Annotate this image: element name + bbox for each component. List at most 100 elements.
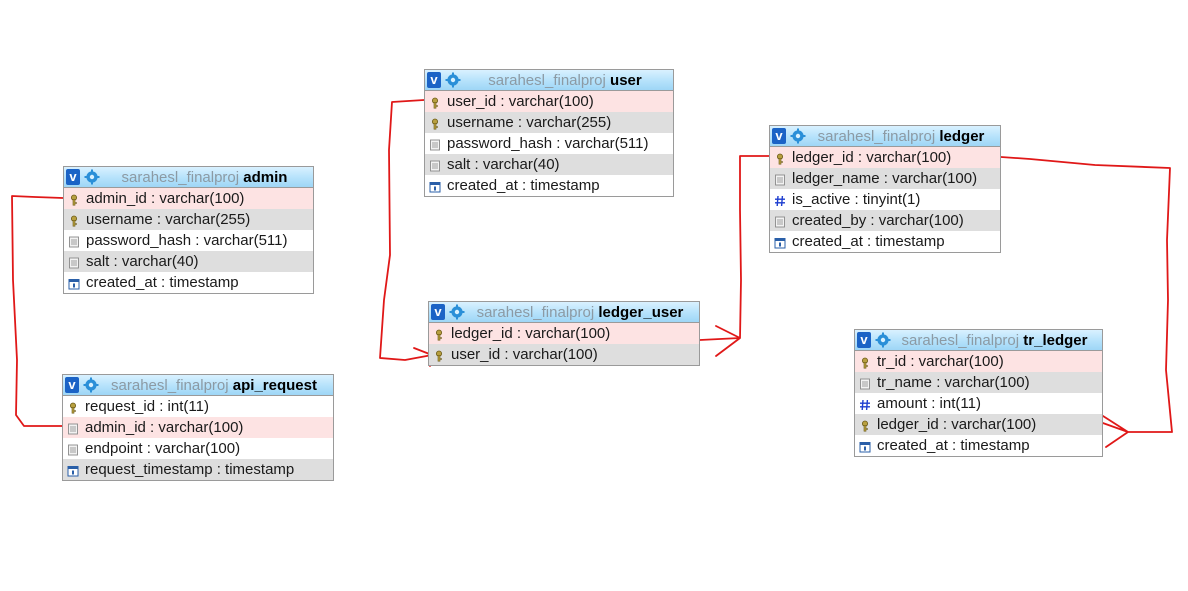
column-row[interactable]: ledger_name : varchar(100) (770, 168, 1000, 189)
column-label: created_at : timestamp (447, 177, 600, 194)
column-label: endpoint : varchar(100) (85, 440, 241, 457)
key-icon (859, 356, 871, 368)
column-row[interactable]: salt : varchar(40) (64, 251, 313, 272)
column-row[interactable]: created_by : varchar(100) (770, 210, 1000, 231)
column-row[interactable]: created_at : timestamp (425, 175, 673, 196)
column-row[interactable]: is_active : tinyint(1) (770, 189, 1000, 210)
relation-admin-api_request (11, 195, 64, 427)
column-label: salt : varchar(40) (86, 253, 199, 270)
column-label: is_active : tinyint(1) (792, 191, 921, 208)
key-icon (859, 419, 871, 431)
gear-icon[interactable] (83, 377, 99, 393)
column-row[interactable]: ledger_id : varchar(100) (855, 414, 1102, 435)
timestamp-icon (429, 180, 441, 192)
gear-icon[interactable] (875, 332, 891, 348)
column-row[interactable]: admin_id : varchar(100) (64, 188, 313, 209)
column-label: username : varchar(255) (86, 211, 251, 228)
database-name: sarahesl_finalproj (488, 71, 606, 89)
key-icon (774, 152, 786, 164)
table-ledger[interactable]: v sarahesl_finalproj ledger ledger_id : … (769, 125, 1001, 253)
database-name: sarahesl_finalproj (817, 127, 936, 145)
column-row[interactable]: request_timestamp : timestamp (63, 459, 333, 480)
table-name: ledger_user (598, 303, 684, 321)
column-row[interactable]: ledger_id : varchar(100) (770, 147, 1000, 168)
table-header[interactable]: v sarahesl_finalproj admin (64, 167, 313, 188)
column-label: ledger_id : varchar(100) (877, 416, 1037, 433)
column-label: created_at : timestamp (877, 437, 1030, 454)
gear-icon[interactable] (790, 128, 806, 144)
gear-icon[interactable] (449, 304, 465, 320)
table-title: sarahesl_finalproj ledger (806, 128, 1000, 145)
table-header[interactable]: v sarahesl_finalproj ledger_user (429, 302, 699, 323)
column-row[interactable]: created_at : timestamp (855, 435, 1102, 456)
column-row[interactable]: password_hash : varchar(511) (64, 230, 313, 251)
column-row[interactable]: amount : int(11) (855, 393, 1102, 414)
timestamp-icon (68, 277, 80, 289)
timestamp-icon (774, 236, 786, 248)
column-row[interactable]: username : varchar(255) (64, 209, 313, 230)
toggle-columns-button[interactable]: v (65, 377, 79, 393)
numeric-icon (774, 194, 786, 206)
database-name: sarahesl_finalproj (476, 303, 595, 321)
column-label: salt : varchar(40) (447, 156, 560, 173)
table-header[interactable]: v sarahesl_finalproj tr_ledger (855, 330, 1102, 351)
column-row[interactable]: tr_id : varchar(100) (855, 351, 1102, 372)
column-icon (68, 256, 80, 268)
gear-icon[interactable] (445, 72, 461, 88)
table-api_request[interactable]: v sarahesl_finalproj api_request request… (62, 374, 334, 481)
toggle-columns-button[interactable]: v (66, 169, 80, 185)
column-label: tr_name : varchar(100) (877, 374, 1030, 391)
column-label: ledger_id : varchar(100) (451, 325, 611, 342)
table-name: tr_ledger (1023, 331, 1088, 349)
column-row[interactable]: user_id : varchar(100) (429, 344, 699, 365)
toggle-columns-button[interactable]: v (431, 304, 445, 320)
column-icon (68, 235, 80, 247)
column-row[interactable]: endpoint : varchar(100) (63, 438, 333, 459)
toggle-columns-button[interactable]: v (772, 128, 786, 144)
toggle-columns-button[interactable]: v (857, 332, 871, 348)
column-icon (774, 215, 786, 227)
key-icon (67, 401, 79, 413)
column-row[interactable]: tr_name : varchar(100) (855, 372, 1102, 393)
column-label: ledger_name : varchar(100) (792, 170, 978, 187)
column-label: admin_id : varchar(100) (86, 190, 245, 207)
table-title: sarahesl_finalproj user (461, 72, 673, 89)
column-icon (67, 422, 79, 434)
column-row[interactable]: request_id : int(11) (63, 396, 333, 417)
column-row[interactable]: password_hash : varchar(511) (425, 133, 673, 154)
key-icon (433, 328, 445, 340)
column-label: user_id : varchar(100) (447, 93, 594, 110)
column-label: tr_id : varchar(100) (877, 353, 1004, 370)
toggle-columns-button[interactable]: v (427, 72, 441, 88)
table-name: ledger (939, 127, 985, 145)
column-row[interactable]: username : varchar(255) (425, 112, 673, 133)
column-row[interactable]: admin_id : varchar(100) (63, 417, 333, 438)
table-tr_ledger[interactable]: v sarahesl_finalproj tr_ledger tr_id : v… (854, 329, 1103, 457)
column-label: ledger_id : varchar(100) (792, 149, 952, 166)
table-header[interactable]: v sarahesl_finalproj api_request (63, 375, 333, 396)
column-row[interactable]: created_at : timestamp (64, 272, 313, 293)
column-label: username : varchar(255) (447, 114, 612, 131)
table-ledger_user[interactable]: v sarahesl_finalproj ledger_user ledger_… (428, 301, 700, 366)
column-icon (774, 173, 786, 185)
column-row[interactable]: user_id : varchar(100) (425, 91, 673, 112)
column-icon (429, 138, 441, 150)
column-label: password_hash : varchar(511) (447, 135, 649, 152)
column-label: created_at : timestamp (86, 274, 239, 291)
table-user[interactable]: v sarahesl_finalproj user user_id : varc… (424, 69, 674, 197)
column-row[interactable]: ledger_id : varchar(100) (429, 323, 699, 344)
timestamp-icon (67, 464, 79, 476)
key-icon (68, 193, 80, 205)
column-row[interactable]: created_at : timestamp (770, 231, 1000, 252)
key-icon (429, 117, 441, 129)
database-name: sarahesl_finalproj (121, 168, 240, 186)
table-name: api_request (232, 376, 317, 394)
gear-icon[interactable] (84, 169, 100, 185)
column-row[interactable]: salt : varchar(40) (425, 154, 673, 175)
table-header[interactable]: v sarahesl_finalproj user (425, 70, 673, 91)
column-label: admin_id : varchar(100) (85, 419, 244, 436)
table-admin[interactable]: v sarahesl_finalproj admin admin_id : va… (63, 166, 314, 294)
table-header[interactable]: v sarahesl_finalproj ledger (770, 126, 1000, 147)
table-name: admin (243, 168, 288, 186)
